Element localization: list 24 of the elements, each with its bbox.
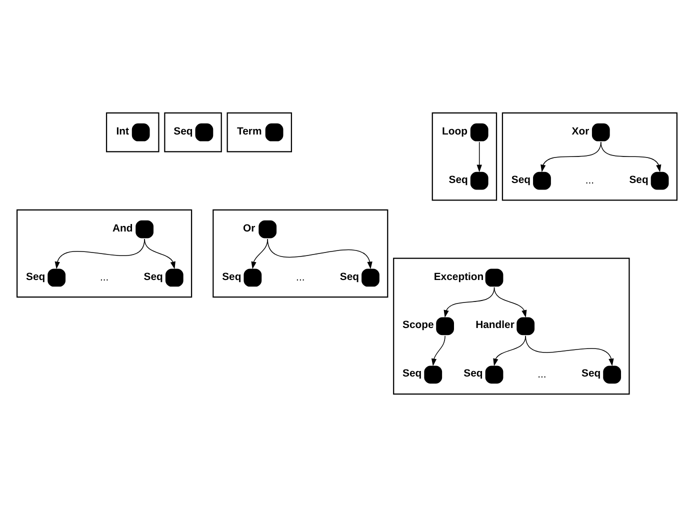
label: ...: [296, 272, 305, 283]
node-label: Or: [242, 222, 256, 234]
node-label: Seq: [174, 126, 193, 137]
node-label: Seq: [511, 174, 531, 186]
label: ...: [585, 175, 594, 186]
node-label: Seq: [448, 174, 468, 186]
node-label: Seq: [26, 271, 46, 282]
node-label: Seq: [144, 271, 163, 282]
label: ...: [538, 368, 546, 380]
node-label: Scope: [402, 320, 434, 331]
node-label: Handler: [476, 320, 514, 331]
node-label: Seq: [402, 368, 422, 380]
node-label: Seq: [464, 368, 483, 380]
node-label: Xor: [572, 126, 590, 137]
label: ...: [100, 272, 109, 283]
node-label: Exception: [434, 271, 484, 282]
node-label: Seq: [582, 368, 601, 380]
node-label: Seq: [629, 174, 648, 186]
node-label: Seq: [340, 271, 360, 282]
node-label: Int: [116, 126, 129, 137]
node-label: And: [112, 222, 133, 234]
node-label: Loop: [442, 126, 468, 137]
node-label: Seq: [222, 271, 242, 282]
node-label: Term: [237, 126, 262, 137]
